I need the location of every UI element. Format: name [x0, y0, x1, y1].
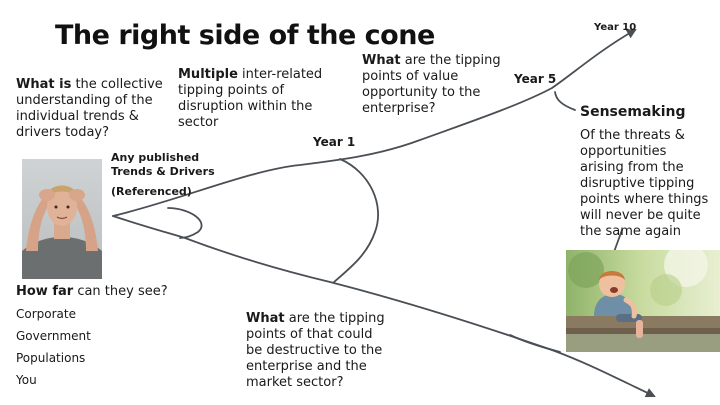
multiple-tipping-points: Multiple inter-related tipping points of… — [178, 67, 328, 131]
lower-trend-line — [112, 215, 656, 398]
destructive-rest: are the tipping points of that could be … — [246, 311, 385, 390]
sensemaking-title: Sensemaking — [580, 104, 686, 120]
stressed-man-photo — [22, 159, 102, 279]
collective-bold: What is — [16, 77, 72, 92]
value-question: What are the tipping points of value opp… — [362, 53, 502, 117]
published-line3: (Referenced) — [111, 185, 192, 198]
pointer-sensemaking — [613, 229, 623, 253]
year-5-label: Year 5 — [514, 72, 557, 86]
audience-populations: Populations — [16, 351, 86, 365]
audience-you: You — [16, 373, 37, 387]
value-bold: What — [362, 53, 401, 68]
destructive-bold: What — [246, 311, 285, 326]
sensemaking-body: Of the threats & opportunities arising f… — [580, 128, 709, 239]
value-rest: are the tipping points of value opportun… — [362, 53, 501, 116]
collective-question: What is the collective understanding of … — [16, 77, 166, 141]
year-10-label: Year 10 — [594, 22, 637, 33]
published-line1: Any published — [111, 151, 200, 164]
published-line2: Trends & Drivers — [111, 165, 215, 178]
laughing-child-photo — [566, 250, 720, 352]
collective-rest: the collective understanding of the indi… — [16, 77, 163, 140]
inner-loop-large — [333, 158, 379, 283]
audience-government: Government — [16, 329, 91, 343]
destructive-question: What are the tipping points of that coul… — [246, 311, 386, 391]
how-far-bold: How far — [16, 284, 74, 299]
audience-corporate: Corporate — [16, 307, 76, 321]
pointer-year5 — [554, 91, 576, 111]
year-1-label: Year 1 — [313, 135, 356, 149]
pointer-destructive — [509, 334, 561, 353]
upper-trend-line — [112, 29, 637, 217]
multiple-bold: Multiple — [178, 67, 238, 82]
how-far-rest: can they see? — [73, 284, 168, 299]
inner-loop-small — [167, 207, 203, 239]
multiple-rest: inter-related tipping points of disrupti… — [178, 67, 323, 130]
page-title: The right side of the cone — [55, 20, 435, 51]
how-far-question: How far can they see? — [16, 284, 168, 300]
